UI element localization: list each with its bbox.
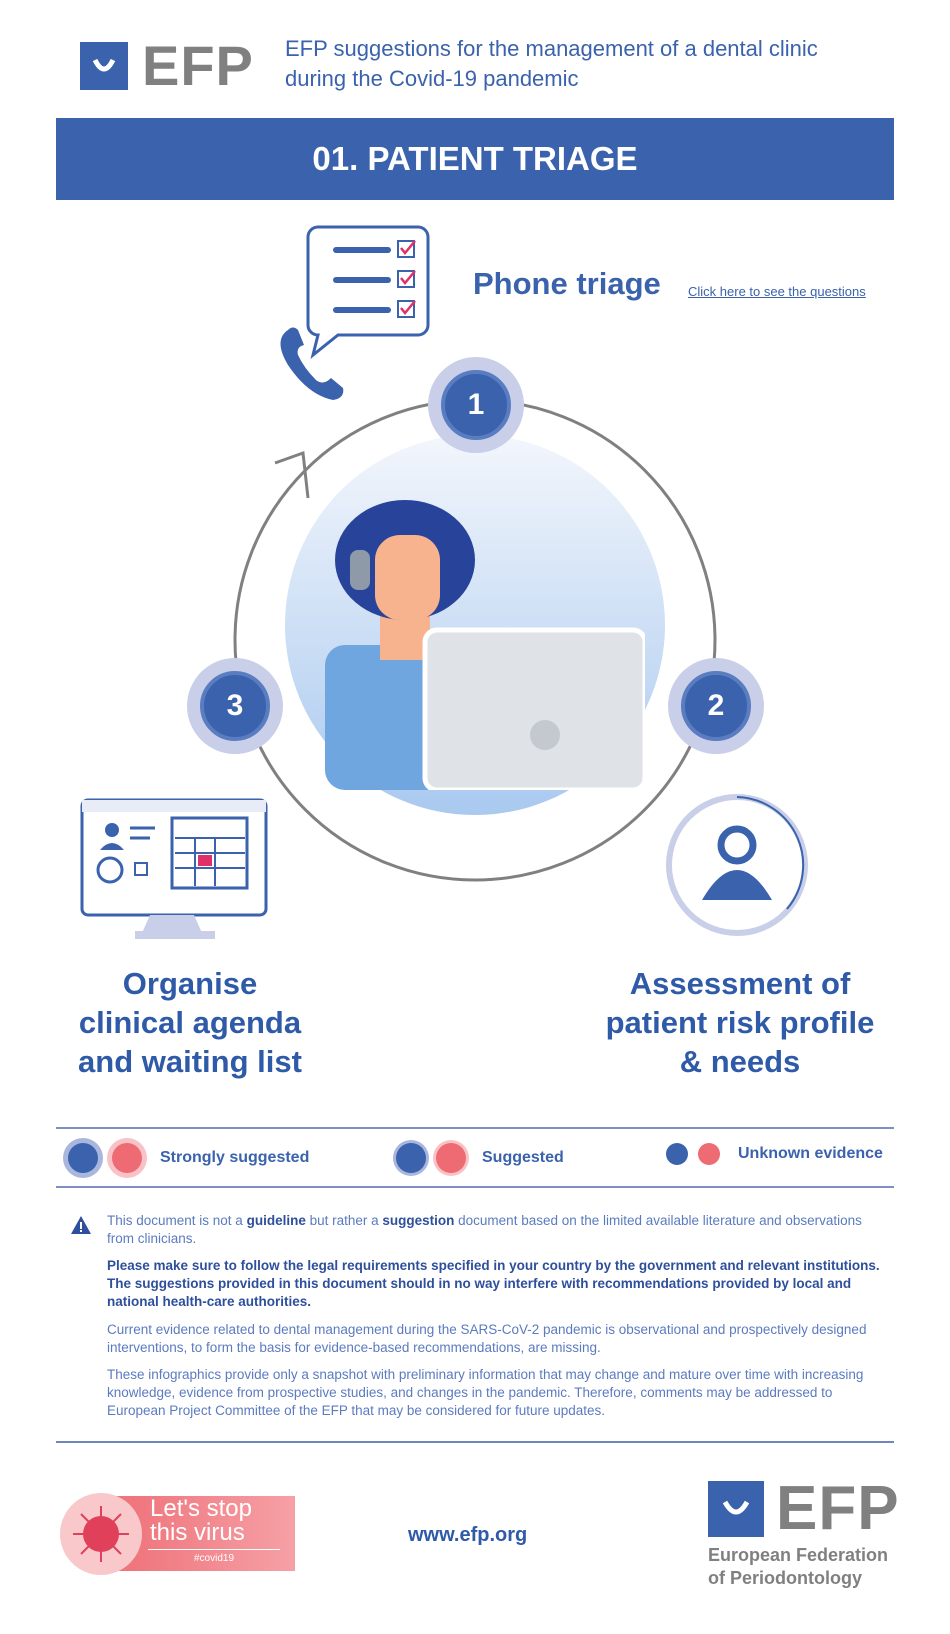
website-link[interactable]: www.efp.org bbox=[408, 1524, 528, 1546]
divider bbox=[56, 1441, 894, 1443]
label-line: patient risk profile bbox=[605, 1005, 875, 1040]
cycle-arrow-icon bbox=[274, 450, 310, 499]
phone-checklist-icon bbox=[280, 225, 430, 400]
document-subtitle: EFP suggestions for the management of a … bbox=[285, 34, 818, 94]
divider bbox=[56, 1127, 894, 1129]
section-banner: 01. PATIENT TRIAGE bbox=[56, 118, 894, 200]
patient-profile-icon bbox=[666, 794, 808, 936]
org-line: of Periodontology bbox=[708, 1568, 862, 1588]
step-badge-1: 1 bbox=[428, 357, 524, 453]
step-badge-3: 3 bbox=[187, 658, 283, 754]
virus-icon bbox=[60, 1493, 142, 1575]
agenda-monitor-icon bbox=[80, 798, 268, 939]
logo-text: EFP bbox=[776, 1474, 900, 1543]
subtitle-line: EFP suggestions for the management of a … bbox=[285, 36, 818, 61]
stop-virus-badge: Let's stop this virus #covid19 bbox=[60, 1493, 295, 1575]
disclaimer-paragraph-4: These infographics provide only a snapsh… bbox=[107, 1367, 864, 1418]
label-line: Organise bbox=[122, 966, 258, 1001]
subtitle-line: during the Covid-19 pandemic bbox=[285, 66, 579, 91]
disclaimer-paragraph-2: Please make sure to follow the legal req… bbox=[107, 1258, 880, 1309]
efp-logo: EFP bbox=[80, 38, 254, 94]
step-badge-2: 2 bbox=[668, 658, 764, 754]
org-line: European Federation bbox=[708, 1545, 889, 1565]
legend-strongly-suggested: Strongly suggested bbox=[68, 1143, 309, 1173]
divider bbox=[56, 1186, 894, 1188]
label-line: clinical agenda bbox=[78, 1005, 302, 1040]
logo-text: EFP bbox=[142, 34, 254, 97]
legend-label: Strongly suggested bbox=[160, 1149, 310, 1166]
label-line: Assessment of bbox=[629, 966, 851, 1001]
blue-dot-icon bbox=[68, 1143, 98, 1173]
step-3-label: Organise clinical agenda and waiting lis… bbox=[40, 964, 340, 1081]
legend-suggested: Suggested bbox=[396, 1143, 564, 1173]
legend-label: Unknown evidence bbox=[738, 1145, 883, 1162]
footer-efp-logo: EFP bbox=[708, 1478, 900, 1540]
call-agent-illustration bbox=[325, 500, 645, 790]
label-line: and waiting list bbox=[78, 1044, 302, 1079]
blue-dot-icon bbox=[396, 1143, 426, 1173]
step-number: 1 bbox=[441, 370, 511, 440]
smile-icon bbox=[708, 1481, 764, 1537]
phone-triage-title: Phone triage bbox=[473, 266, 661, 301]
legend-label: Suggested bbox=[482, 1149, 564, 1166]
smile-icon bbox=[80, 42, 128, 90]
step-number: 3 bbox=[200, 671, 270, 741]
disclaimer-paragraph-3: Current evidence related to dental manag… bbox=[107, 1322, 867, 1355]
covid-hashtag: #covid19 bbox=[148, 1549, 280, 1564]
step-2-label: Assessment of patient risk profile & nee… bbox=[580, 964, 900, 1081]
legend-unknown-evidence: Unknown evidence bbox=[666, 1143, 883, 1165]
see-questions-link[interactable]: Click here to see the questions bbox=[688, 284, 866, 299]
label-line: & needs bbox=[679, 1044, 801, 1079]
red-dot-icon bbox=[436, 1143, 466, 1173]
org-name: European Federation of Periodontology bbox=[708, 1544, 888, 1590]
warning-icon bbox=[71, 1216, 91, 1234]
badge-line: this virus bbox=[150, 1519, 245, 1546]
step-number: 2 bbox=[681, 671, 751, 741]
blue-dot-icon bbox=[666, 1143, 688, 1165]
badge-line: Let's stop bbox=[150, 1495, 252, 1522]
disclaimer-paragraph-1: This document is not a guideline but rat… bbox=[107, 1213, 862, 1246]
red-dot-icon bbox=[112, 1143, 142, 1173]
red-dot-icon bbox=[698, 1143, 720, 1165]
